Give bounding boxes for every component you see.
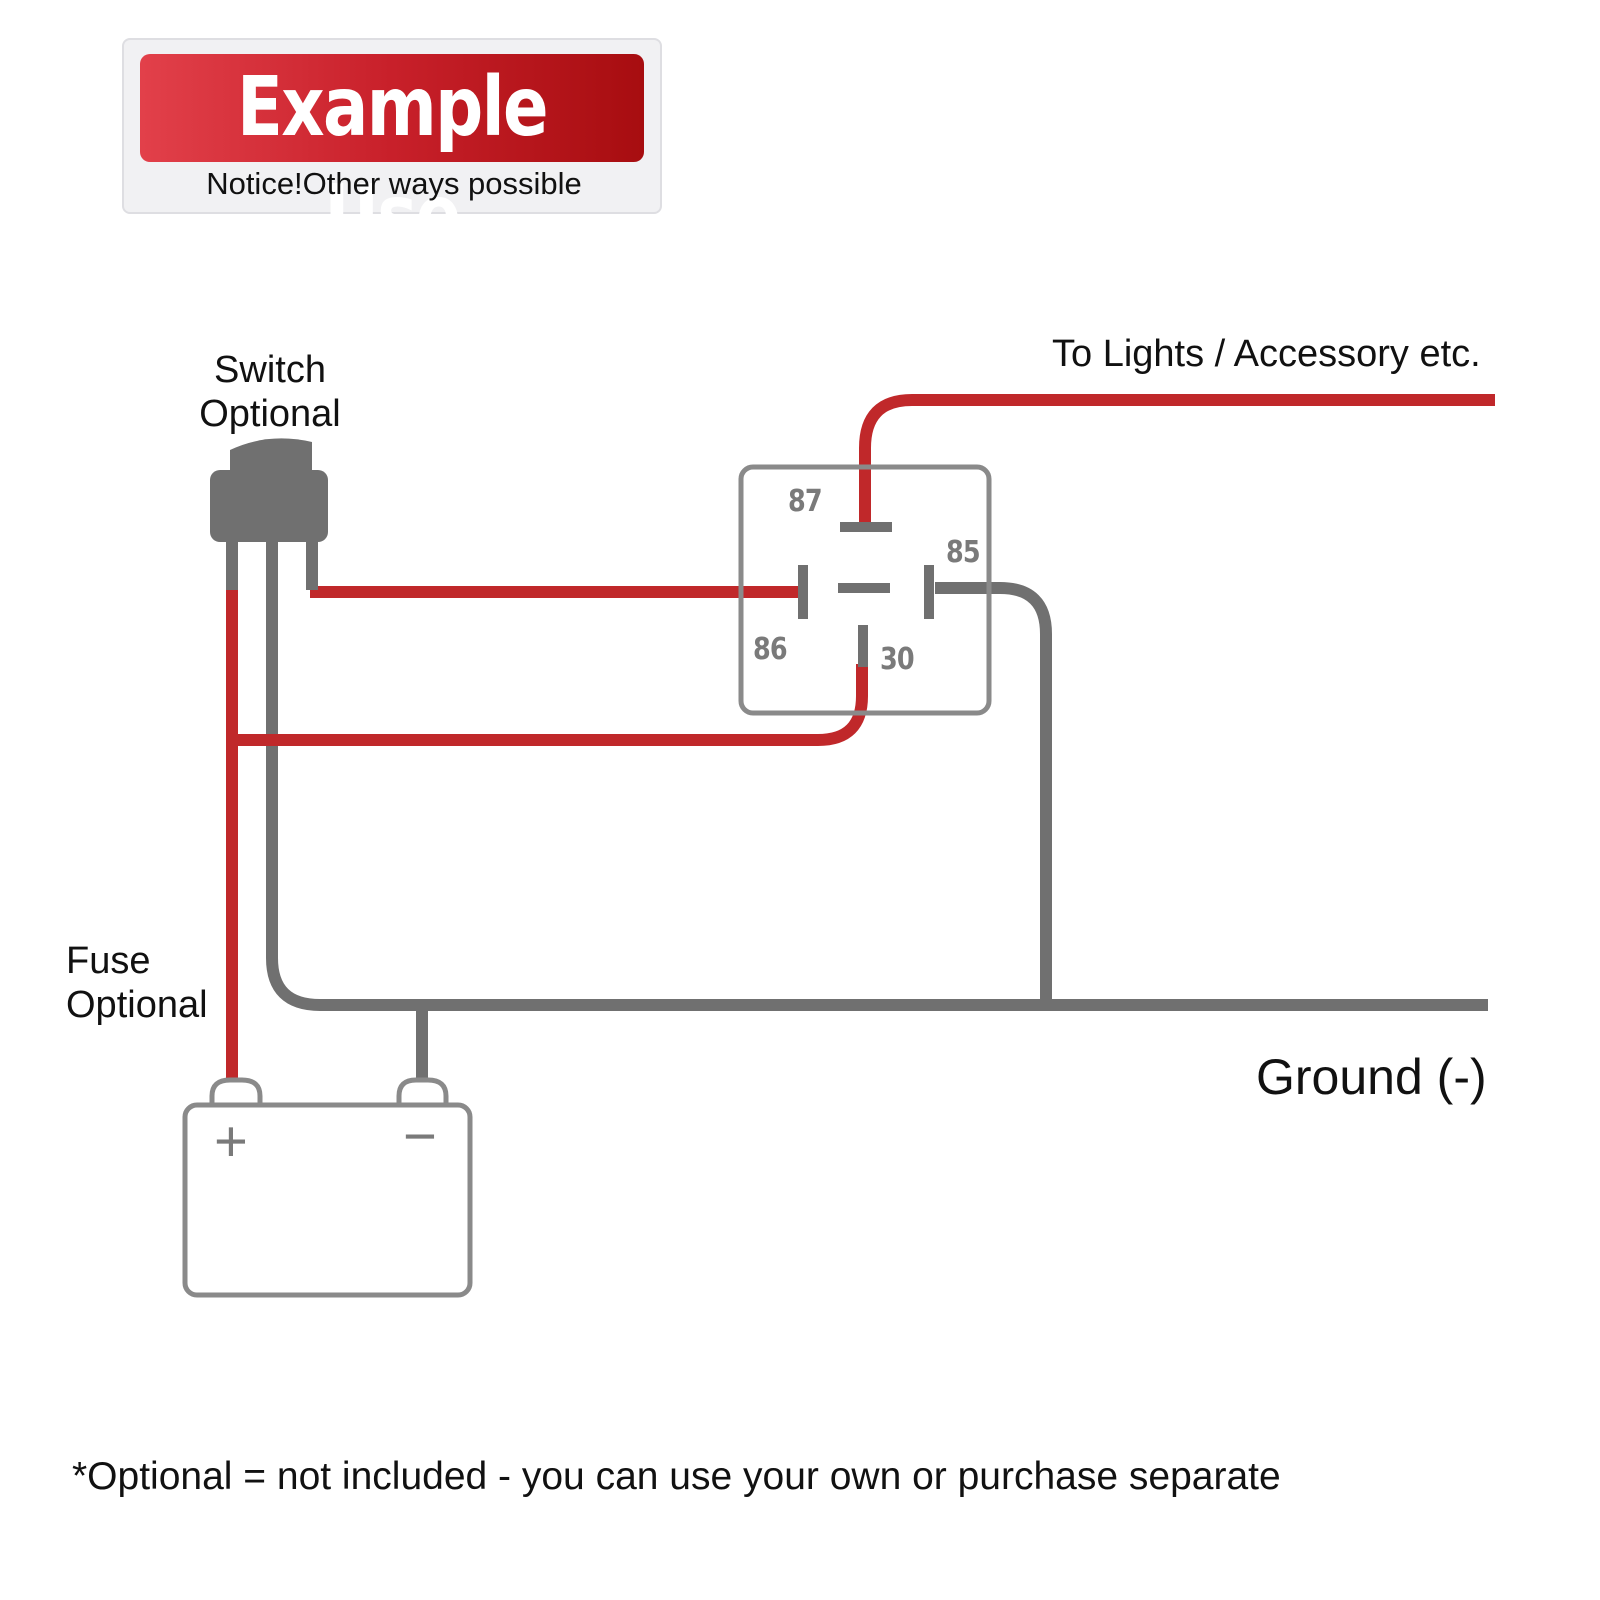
ground-main-wire — [266, 588, 1488, 1011]
power-wires — [226, 394, 1495, 1080]
rocker-switch-icon — [210, 438, 328, 590]
fuse-label-line2: Optional — [66, 984, 208, 1026]
battery-icon — [182, 1077, 473, 1298]
relay-85-ground-wire — [935, 582, 1052, 1005]
example-use-banner: Example Use Notice!Other ways possible — [122, 38, 662, 263]
relay-87-output-wire — [859, 394, 1495, 522]
relay-icon — [738, 464, 992, 716]
fuse-label-line1: Fuse — [66, 940, 151, 982]
switch-label-line2: Optional — [199, 393, 341, 435]
lights-accessory-label: To Lights / Accessory etc. — [1052, 333, 1481, 375]
battery-plus-symbol: + — [214, 1109, 248, 1174]
switch-label-line1: Switch — [214, 349, 326, 391]
footnote: *Optional = not included - you can use y… — [72, 1455, 1281, 1498]
battery-minus-symbol: − — [403, 1104, 437, 1169]
ground-wires — [266, 582, 1488, 1080]
ground-label: Ground (-) — [1256, 1049, 1487, 1105]
relay-pin-85: 85 — [946, 535, 981, 570]
relay-pin-87: 87 — [788, 484, 823, 519]
relay-30-feed-wire — [232, 664, 868, 746]
banner-subtitle: Notice!Other ways possible — [206, 166, 582, 201]
relay-pin-30: 30 — [880, 642, 915, 677]
relay-pin-86: 86 — [753, 632, 788, 667]
banner-title: Example Use — [140, 54, 644, 263]
